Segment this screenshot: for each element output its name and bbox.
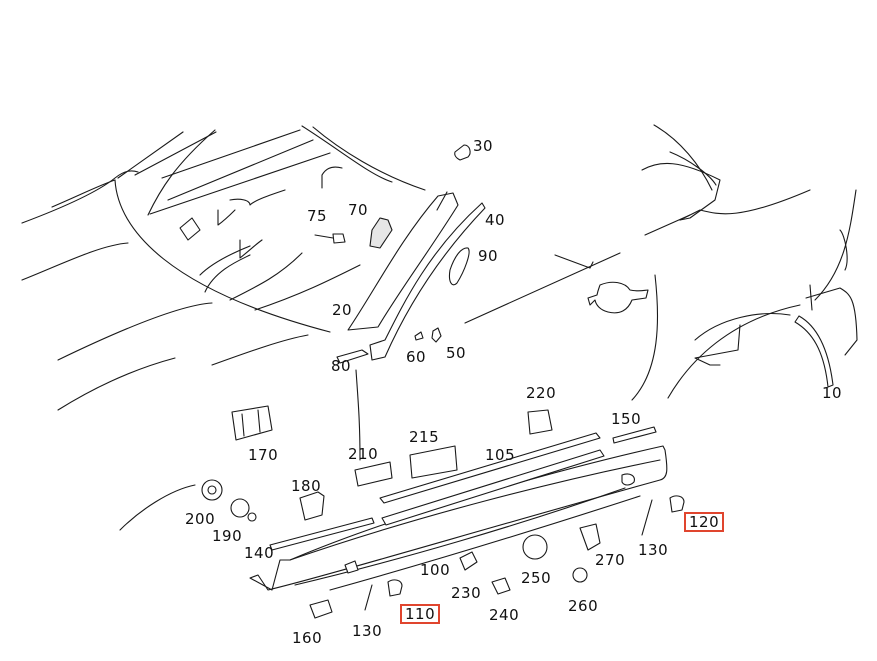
a-pillar-parts (314, 144, 486, 364)
part-label-90: 90 (478, 247, 499, 265)
part-80-shape (336, 349, 369, 364)
part-label-180: 180 (291, 477, 322, 495)
part-label-60: 60 (406, 348, 427, 366)
part-label-110[interactable]: 110 (400, 604, 441, 624)
part-label-270: 270 (595, 551, 626, 569)
part-label-240: 240 (489, 606, 520, 624)
part-label-210: 210 (348, 445, 379, 463)
part-label-190: 190 (212, 527, 243, 545)
part-120-shape (669, 495, 685, 513)
part-20-shape (347, 192, 459, 331)
part-label-150: 150 (611, 410, 642, 428)
part-label-260: 260 (568, 597, 599, 615)
part-label-130-right: 130 (638, 541, 669, 559)
part-label-50: 50 (446, 344, 467, 362)
part-105-upper-strip (379, 432, 601, 504)
part-250-shape (522, 534, 548, 560)
part-label-250: 250 (521, 569, 552, 587)
part-label-120[interactable]: 120 (684, 512, 725, 532)
rocker-panel-parts (249, 426, 668, 591)
part-label-100: 100 (420, 561, 451, 579)
part-215-shape (409, 445, 458, 479)
part-50-shape (431, 327, 442, 343)
wheel-arch-trim-part (794, 315, 834, 388)
part-75-shape (332, 233, 346, 244)
part-60-shape (414, 331, 424, 341)
part-label-20: 20 (332, 301, 353, 319)
part-170-shape (231, 405, 273, 441)
part-190-shape (230, 498, 250, 518)
part-230-shape (459, 551, 478, 571)
part-label-160: 160 (292, 629, 323, 647)
part-140-strip (269, 517, 375, 551)
car-body-outline (21, 124, 858, 531)
part-130-strap-right (641, 499, 653, 536)
part-180-shape (299, 491, 325, 521)
part-200-hole (207, 485, 217, 495)
part-label-230: 230 (451, 584, 482, 602)
part-240-shape (491, 577, 511, 595)
part-150-strip (612, 426, 657, 444)
part-30-shape (454, 144, 471, 161)
part-label-30: 30 (473, 137, 494, 155)
part-label-40: 40 (485, 211, 506, 229)
part-40-shape (369, 202, 486, 361)
part-label-140: 140 (244, 544, 275, 562)
part-220-shape (527, 409, 553, 435)
part-260-shape (572, 567, 588, 583)
rocker-clip-opening (344, 560, 359, 574)
rocker-end-opening (621, 473, 635, 486)
part-90-shape (448, 247, 470, 286)
part-70-shape (369, 217, 393, 249)
part-210-shape (354, 461, 393, 487)
part-160-shape (309, 599, 333, 619)
part-190-screw-head (247, 512, 257, 522)
part-label-75: 75 (307, 207, 328, 225)
part-label-105: 105 (485, 446, 516, 464)
part-105-strip (381, 449, 605, 526)
part-130-strap-left (364, 584, 373, 611)
part-270-shape (579, 523, 601, 551)
part-label-70: 70 (348, 201, 369, 219)
part-label-220: 220 (526, 384, 557, 402)
part-label-10: 10 (822, 384, 843, 402)
part-110-shape (387, 579, 403, 597)
part-label-200: 200 (185, 510, 216, 528)
part-label-130-left: 130 (352, 622, 383, 640)
part-label-215: 215 (409, 428, 440, 446)
part-label-170: 170 (248, 446, 279, 464)
fastener-parts (201, 405, 685, 619)
part-label-80: 80 (331, 357, 352, 375)
